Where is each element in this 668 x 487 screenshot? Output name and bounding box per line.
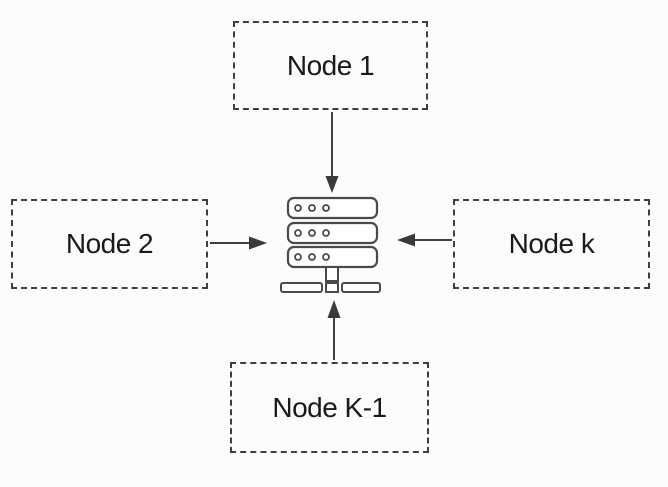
server-icon bbox=[280, 196, 381, 293]
node-box-2: Node 2 bbox=[11, 199, 208, 289]
node-label-k-1: Node K-1 bbox=[272, 391, 387, 423]
node-box-k: Node k bbox=[453, 199, 650, 289]
node-box-k-1: Node K-1 bbox=[230, 362, 429, 453]
node-label-k: Node k bbox=[508, 228, 595, 259]
arrow-nodek1-to-server bbox=[327, 300, 341, 360]
arrow-nodek-to-server bbox=[397, 233, 452, 247]
node-box-1: Node 1 bbox=[233, 21, 428, 110]
arrow-node1-to-server bbox=[325, 112, 339, 193]
arrow-node2-to-server bbox=[210, 236, 267, 250]
node-label-2: Node 2 bbox=[65, 228, 154, 259]
node-label-1: Node 1 bbox=[286, 49, 375, 81]
